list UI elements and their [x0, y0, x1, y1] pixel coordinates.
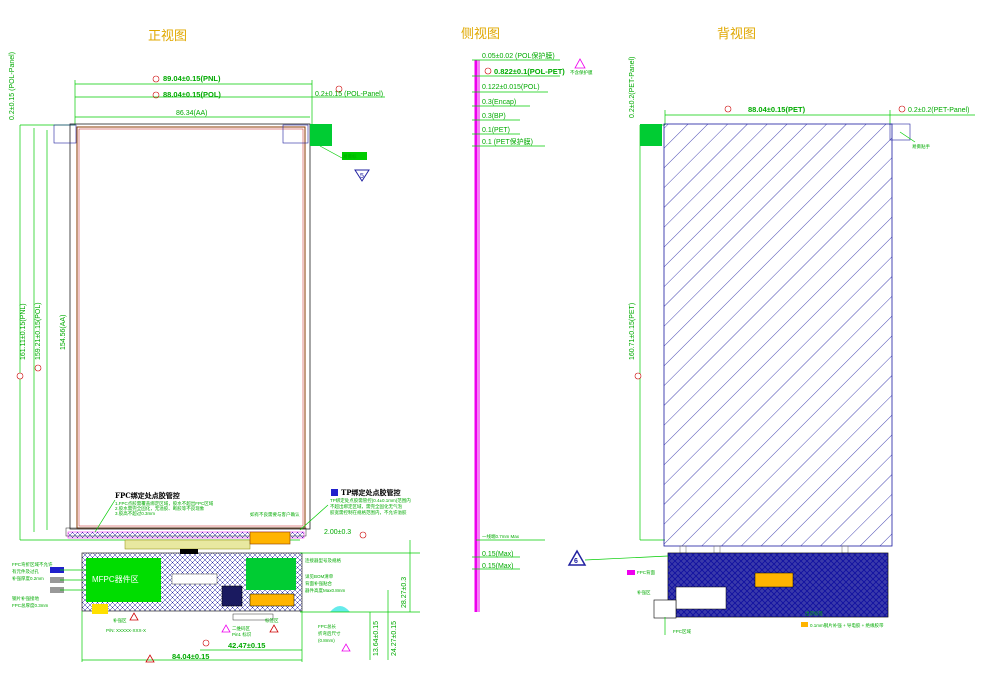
pol-panel-gap-dim: 0.2±0.15 (POL-Panel) [315, 91, 383, 98]
back-tear-tab [640, 124, 662, 146]
front-view: 89.04±0.15(PNL) 88.04±0.15(POL) 86.34(AA… [9, 52, 420, 663]
bottom-note-1: FPC总长 [318, 623, 336, 630]
pol-width-dim: 88.04±0.15(POL) [163, 90, 221, 99]
back-view: 88.04±0.15(PET) 0.2±0.2(PET-Panel) 0.2±0… [567, 57, 975, 635]
back-pet-width: 88.04±0.15(PET) [748, 105, 806, 114]
fpc-note-line-3: 3.胶高不超过0.3mm [115, 510, 155, 517]
pol-height-dim: 159.21±0.15(POL) [35, 302, 42, 360]
side-view: 0.05±0.02 (POL保护膜) 0.822±0.1(POL-PET) 不含… [472, 51, 593, 612]
bottom-note-2: 折弯后尺寸 [318, 630, 341, 637]
back-fpc-note-3: FPC区域 [673, 628, 691, 634]
side-bp: 0.3(BP) [482, 113, 506, 120]
tp-note-line-2: 不超出绑定区域，需完全固化无气泡 [330, 503, 402, 510]
side-pol-pet: 0.822±0.1(POL-PET) [494, 67, 565, 76]
fpc-right-note-3: 背面补强贴合 [305, 580, 332, 587]
back-fpc-note-2: 补强区 [637, 589, 651, 596]
label-area-note: 标签区 [265, 617, 279, 624]
aa-height-dim: 154.56(AA) [60, 315, 67, 350]
fpc-right-note-1: 连接器型号及规格 [305, 557, 341, 564]
fpc-left-note-5: FPC总厚度0.3mm [12, 602, 49, 609]
fpc-note-line-2: 2.胶水需完全固化，无溢胶、断胶等不良现象 [115, 505, 205, 512]
tp-note-line-3: 胶宽需控制在规格范围内，不允许溢胶 [330, 509, 407, 516]
side-encap: 0.3(Encap) [482, 99, 516, 106]
back-label-small: 出货标签 [805, 610, 823, 617]
bottom-width-dim: 84.04±0.15 [172, 652, 209, 661]
tear-tab-label: 易撕标 [343, 153, 357, 160]
side-pol-film: 0.05±0.02 (POL保护膜) [482, 51, 555, 60]
back-view-title: 背视图 [717, 27, 756, 42]
mfpc-label: MFPC器件区 [92, 574, 139, 584]
tp-note-line-1: TP绑定处点胶需管控(0.4±0.1mm)范围内 [330, 497, 411, 504]
panel-outline [69, 123, 311, 530]
tear-tab [310, 124, 332, 146]
front-view-title: 正视图 [148, 29, 187, 44]
back-top-gap: 0.2±0.2(PET-Panel) [629, 57, 636, 118]
side-max-bend: 一线端0.7mm Max [482, 533, 520, 540]
active-area-outline [78, 128, 304, 527]
back-tear-label: 易撕贴手 [912, 143, 930, 150]
side-warn-label: 不含保护膜 [570, 69, 593, 76]
side-max-2: 0.15(Max) [482, 563, 514, 570]
side-view-title: 侧视图 [461, 27, 500, 42]
fpc-gap-dim: 2.00±0.3 [324, 529, 351, 536]
stiffener-note: 补强区 [113, 617, 127, 624]
top-gap-dim: 0.2±0.15 (POL-Panel) [9, 52, 16, 120]
fpc-h2-dim: 24.27±0.15 [391, 621, 398, 656]
tp-side-note: 如有不良需要与客户确认 [250, 511, 300, 518]
fpc-left-note-3: 补强厚度0.2mm [12, 575, 44, 582]
warning-triangle [354, 169, 370, 182]
tp-note-title: TP绑定处点胶管控 [341, 488, 400, 497]
back-pet-panel: 0.2±0.2(PET-Panel) [908, 107, 969, 114]
mfpc-area [86, 558, 161, 602]
fpc-note-title: FPC绑定处点胶管控 [115, 491, 180, 500]
fpc-right-note-2: 详见BOM清单 [305, 573, 334, 580]
back-fpc-note-1: FPC背面 [637, 569, 655, 576]
fpc-note-line-1: 1.FPC点胶需覆盖绑定区域，胶水不超出FPC区域 [115, 500, 214, 507]
barcode-note: 二维码区 [232, 625, 250, 632]
pnl-height-dim: 161.11±0.15(PNL) [20, 303, 27, 360]
back-bottom-note: 0.1mm钢片补强 + 导电胶 + 绝缘胶带 [810, 622, 884, 629]
svg-text:6: 6 [574, 558, 578, 565]
fpc-width-dim: 42.47±0.15 [228, 641, 265, 650]
side-pet-film: 0.1 (PET保护膜) [482, 137, 533, 146]
back-panel-hatched [663, 123, 893, 547]
fpc-h1-dim: 13.64±0.15 [373, 621, 380, 656]
back-warning-triangle [567, 549, 587, 566]
bottom-note-3: (0.8mm) [318, 638, 335, 643]
fpc-left-note-1: FPC弯折区域不允许 [12, 561, 53, 568]
svg-text:5: 5 [360, 173, 364, 180]
fpc-left-note-2: 有元件及过孔 [12, 568, 39, 575]
part-number-label: P/N: XXXXX-XXX-X [106, 628, 146, 633]
pol-outline [76, 126, 306, 529]
side-pol: 0.122±0.015(POL) [482, 84, 540, 91]
fpc-left-note-4: 钢片补强接地 [12, 595, 39, 602]
side-max-1: 0.15(Max) [482, 551, 514, 558]
fpc-height-dim: 28.27±0.3 [401, 577, 408, 608]
side-pet: 0.1(PET) [482, 127, 510, 134]
aa-width-dim: 86.34(AA) [176, 110, 208, 117]
fpc-right-note-4: 器件高度Max0.8mm [305, 587, 346, 594]
back-pet-height: 160.71±0.15(PET) [629, 303, 636, 360]
pnl-width-dim: 89.04±0.15(PNL) [163, 74, 221, 83]
pin-mark-note: Pin1 标识 [232, 631, 252, 638]
